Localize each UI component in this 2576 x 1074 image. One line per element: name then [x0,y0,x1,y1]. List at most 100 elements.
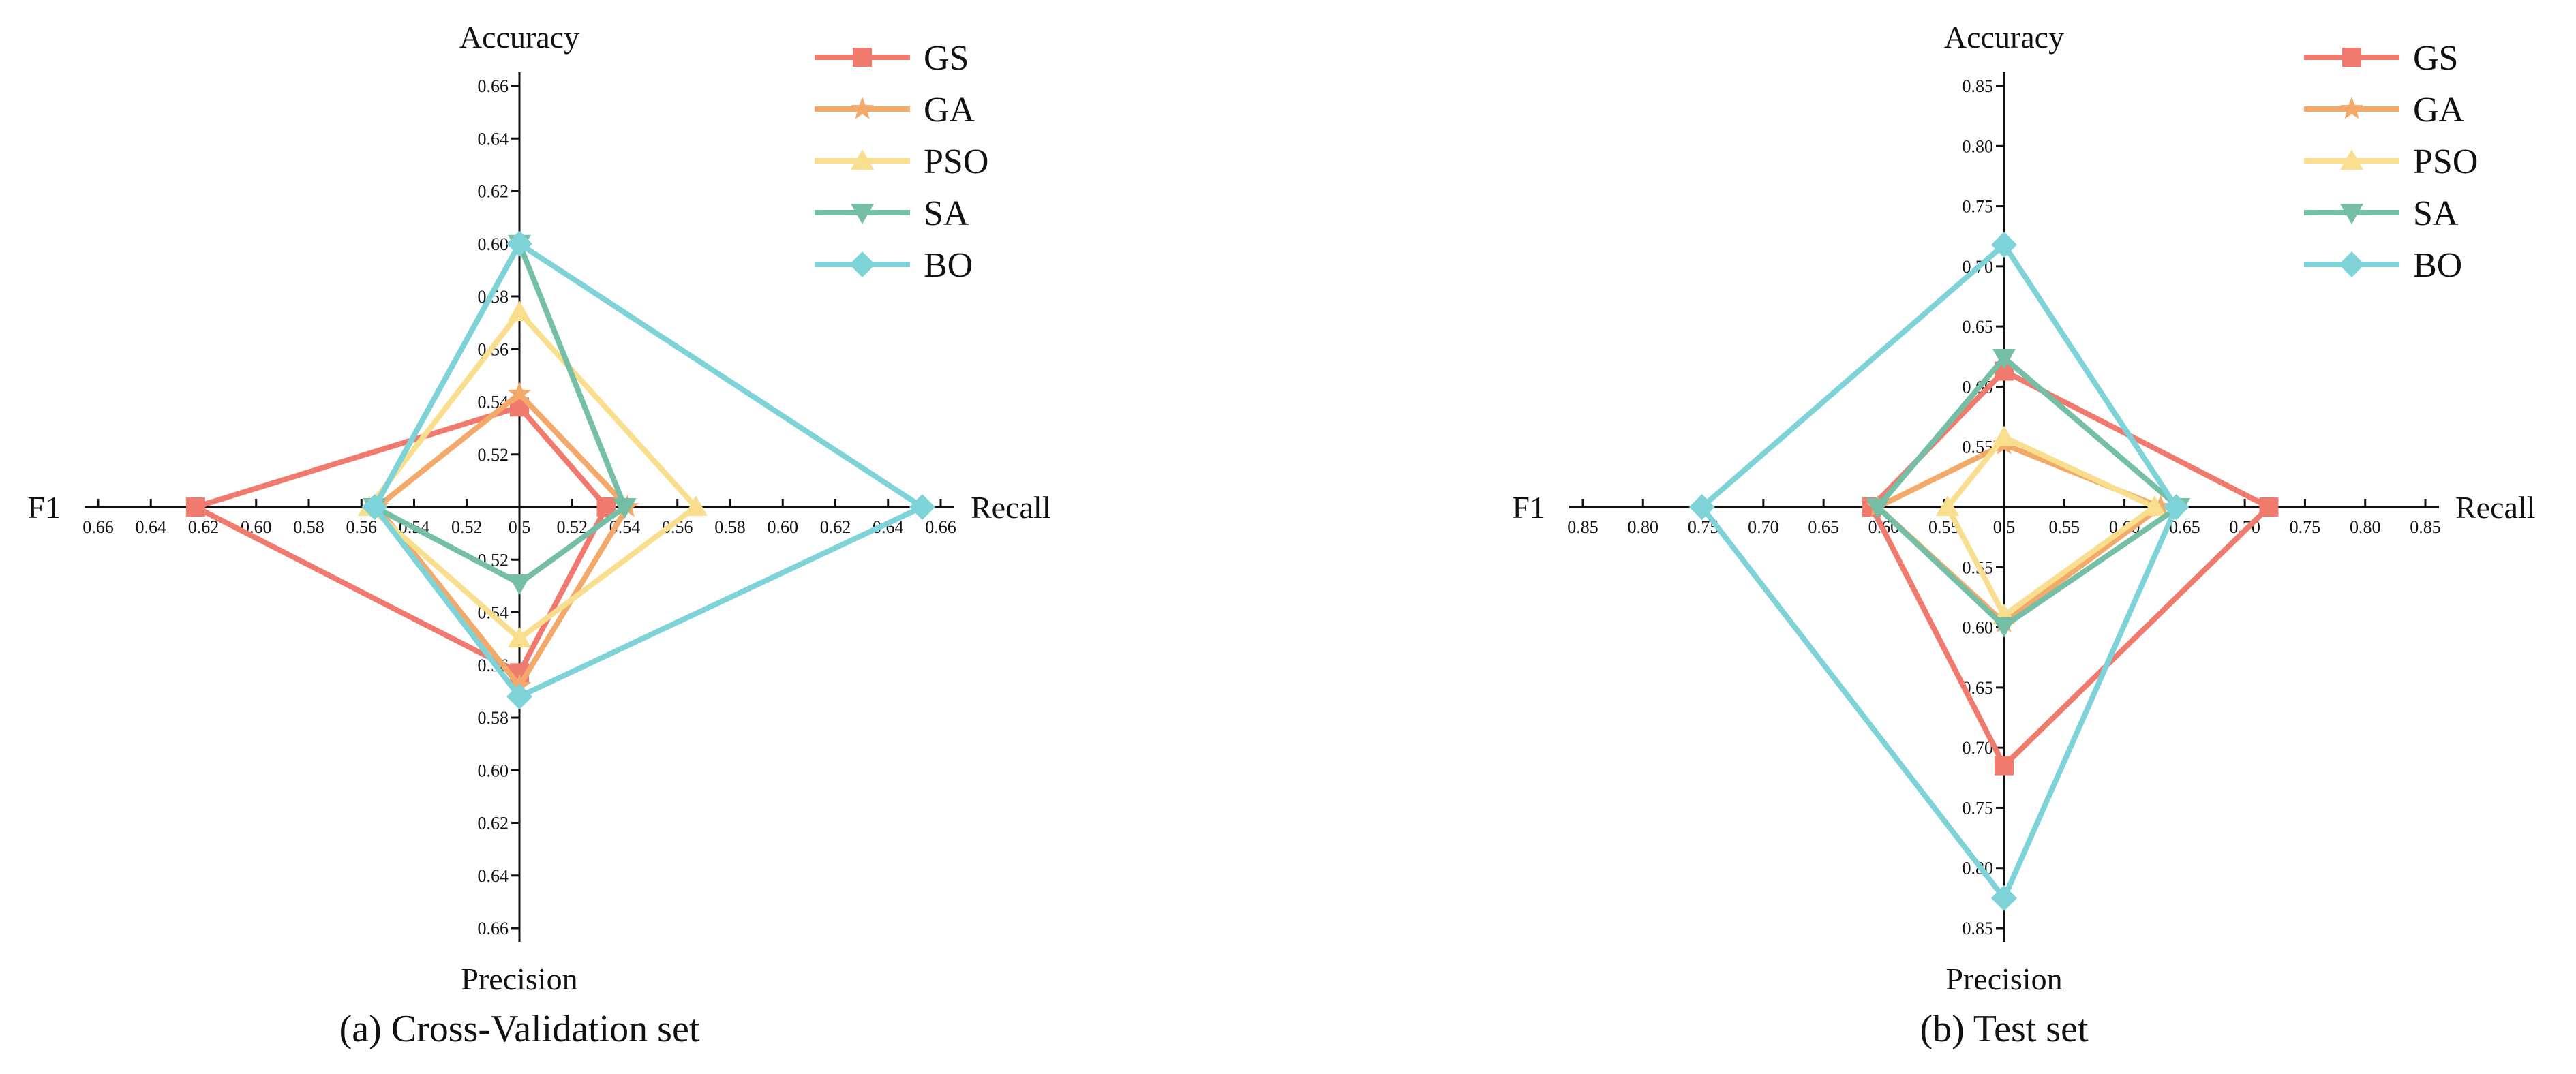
data-point-pso-accuracy [508,301,531,322]
tick-label-right: 0.55 [2049,517,2080,537]
data-point-ga-accuracy [507,381,532,404]
tick-label-down: 0.58 [478,708,509,728]
data-point-pso-recall [684,495,708,516]
axis-name-accuracy: Accuracy [1944,20,2064,55]
series-bo [1688,232,2189,911]
data-point-bo-f1 [1688,494,1715,520]
axis-name-recall: Recall [971,490,1051,525]
legend-label-bo: BO [924,246,973,285]
data-point-sa-recall [613,498,637,519]
tick-label-left: 0.66 [82,517,114,537]
tick-label-left: 0.65 [1808,517,1839,537]
legend-label-sa: SA [924,194,969,233]
tick-label-up: 0.66 [478,76,509,96]
legend-marker-ga [2339,97,2364,119]
axis-name-precision: Precision [1945,962,2062,996]
data-point-sa-precision [508,574,531,596]
legend-label-gs: GS [2413,39,2458,78]
legend-label-bo: BO [2413,246,2462,285]
data-point-bo-recall [909,494,935,520]
tick-label-right: 0.80 [2350,517,2381,537]
axes [85,72,954,942]
tick-label-right: 0.62 [820,517,851,537]
tick-label-down: 0.64 [478,866,509,886]
legend-marker-sa [851,204,874,224]
tick-label-right: 0.52 [557,517,588,537]
series-bo [361,230,935,710]
tick-label-left: 0.62 [188,517,219,537]
tick-label-up: 0.85 [1963,76,1994,96]
tick-labels: 0.50.520.520.520.520.540.540.540.540.560… [82,76,956,938]
axis-name-accuracy: Accuracy [459,20,579,55]
tick-label-up: 0.60 [478,234,509,254]
tick-label-down: 0.70 [1963,738,1994,758]
legend-marker-sa [2340,204,2363,224]
data-point-ga-recall [2149,495,2172,517]
axis-name-precision: Precision [461,962,577,996]
data-point-bo-accuracy [506,230,532,257]
legend-marker-pso [851,149,874,170]
tick-label-up: 0.75 [1963,197,1994,217]
legend-marker-ga [850,97,875,119]
data-point-bo-precision [1991,885,2017,911]
data-point-bo-accuracy [1991,232,2017,258]
tick-label-left: 0.70 [1748,517,1779,537]
legend-marker-bo [849,251,875,277]
data-point-gs-f1 [185,497,205,517]
legend-label-ga: GA [2413,91,2465,129]
tick-label-right: 0.66 [925,517,956,537]
legend-marker-pso [2340,149,2363,170]
data-point-pso-precision [508,627,531,648]
tick-label-down: 0.75 [1963,798,1994,818]
tick-label-left: 0.58 [293,517,324,537]
tick-label-right: 0.60 [768,517,799,537]
tick-label-right: 0.58 [714,517,746,537]
chart-test-set: 0.50.550.550.550.550.600.600.600.600.650… [1512,20,2535,1050]
data-point-pso-recall [2142,495,2166,516]
series-line-sa [1874,354,2183,630]
tick-label-right: 0.75 [2290,517,2321,537]
tick-label-right: 0.5 [509,517,531,537]
data-point-bo-f1 [361,494,388,520]
tick-label-right: 0.5 [1993,517,2016,537]
axis-name-recall: Recall [2455,490,2536,525]
legend-marker-gs [853,48,872,67]
tick-label-up: 0.62 [478,182,509,202]
series-pso [357,301,708,648]
tick-label-right: 0.85 [2410,517,2441,537]
tick-label-left: 0.52 [451,517,483,537]
data-point-gs-recall [2259,497,2279,517]
series-line-bo [371,240,928,701]
legend-marker-bo [2339,251,2365,277]
tick-label-left: 0.80 [1628,517,1659,537]
legend-label-pso: PSO [2413,142,2478,181]
chart-cross-validation: 0.50.520.520.520.520.540.540.540.540.560… [27,20,1050,1050]
legend-label-gs: GS [924,39,969,78]
series-line-bo [1698,241,2180,904]
tick-label-down: 0.62 [478,814,509,833]
axis-name-f1: F1 [1512,490,1545,525]
tick-label-right: 0.65 [2169,517,2200,537]
tick-label-up: 0.80 [1963,136,1994,156]
tick-label-left: 0.85 [1567,517,1598,537]
data-point-bo-recall [2163,494,2189,520]
tick-label-down: 0.85 [1963,919,1994,938]
legend-label-ga: GA [924,91,975,129]
tick-label-left: 0.64 [136,517,167,537]
legend: GS GA PSO SA BO [2304,39,2478,285]
data-point-bo-precision [506,684,532,710]
chart-caption: (a) Cross-Validation set [339,1008,700,1050]
tick-label-down: 0.66 [478,919,509,938]
data-point-sa-f1 [1866,498,1890,519]
tick-label-up: 0.64 [478,129,509,149]
tick-label-up: 0.52 [478,445,509,465]
tick-label-down: 0.60 [1963,618,1994,638]
axis-name-f1: F1 [27,490,61,525]
data-point-pso-accuracy [1992,425,2016,446]
data-point-pso-f1 [1936,495,1960,516]
legend-label-sa: SA [2413,194,2459,233]
legend-marker-gs [2342,48,2361,67]
tick-label-down: 0.60 [478,761,509,780]
